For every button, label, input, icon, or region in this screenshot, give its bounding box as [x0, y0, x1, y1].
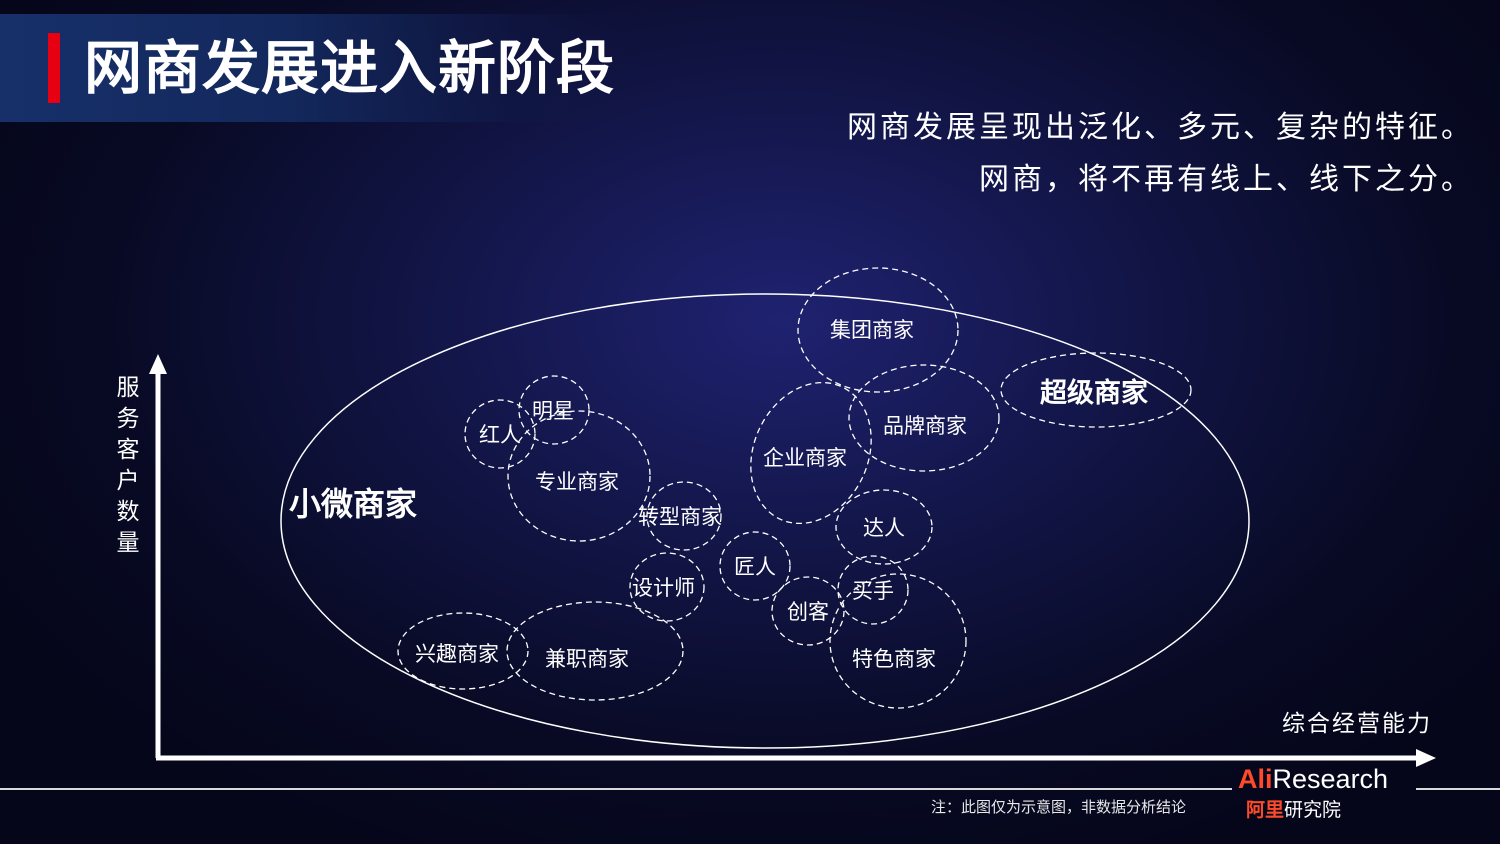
label-influencer: 红人: [479, 423, 521, 447]
footer-divider-left: [0, 788, 1232, 790]
title-accent-bar: [48, 33, 60, 103]
label-buyer: 买手: [852, 579, 894, 603]
label-group-merchant: 集团商家: [830, 318, 914, 342]
cluster-transforming-merchant: [646, 481, 722, 551]
label-specialty-merchant: 特色商家: [852, 647, 936, 671]
cluster-enterprise-merchant: [750, 381, 872, 525]
cluster-parttime-merchant: [506, 601, 684, 701]
label-brand-merchant: 品牌商家: [883, 414, 967, 438]
cluster-specialty-merchant: [829, 573, 967, 709]
cluster-brand-merchant: [848, 364, 1000, 472]
label-transforming-merchant: 转型商家: [638, 505, 722, 529]
cluster-star: [518, 375, 590, 445]
main-ellipse: [280, 293, 1250, 749]
cluster-super-merchant: [1000, 352, 1192, 428]
label-enterprise-merchant: 企业商家: [763, 446, 847, 470]
label-parttime-merchant: 兼职商家: [545, 647, 629, 671]
label-expert: 达人: [863, 516, 905, 540]
label-professional-merchant: 专业商家: [535, 470, 619, 494]
label-small-micro-merchant: 小微商家: [289, 485, 417, 523]
aliresearch-logo-en: AliResearch: [1238, 764, 1388, 795]
aliresearch-logo-cn: 阿里研究院: [1246, 795, 1341, 822]
cluster-hobby-merchant: [397, 612, 529, 690]
y-axis-arrow: [149, 354, 167, 374]
x-axis-label: 综合经营能力: [1282, 711, 1432, 737]
cluster-buyer: [837, 555, 909, 625]
subtitle-line-1: 网商发展呈现出泛化、多元、复杂的特征。: [847, 110, 1474, 145]
label-star: 明星: [532, 399, 574, 423]
logo-en-ali: Ali: [1238, 764, 1273, 794]
page-title: 网商发展进入新阶段: [84, 34, 616, 102]
subtitle-line-2: 网商，将不再有线上、线下之分。: [979, 162, 1474, 197]
footer-note: 注：此图仅为示意图，非数据分析结论: [931, 798, 1187, 816]
y-axis-label: 服务客户数量: [116, 375, 140, 556]
logo-cn-institute: 研究院: [1284, 799, 1342, 821]
logo-cn-ali: 阿里: [1246, 799, 1285, 821]
label-hobby-merchant: 兴趣商家: [415, 642, 499, 666]
logo-en-research: Research: [1272, 764, 1389, 794]
title-banner: [0, 14, 640, 122]
cluster-expert: [835, 489, 933, 565]
cluster-artisan: [719, 531, 791, 601]
label-maker: 创客: [787, 600, 829, 624]
label-artisan: 匠人: [734, 555, 776, 579]
label-super-merchant: 超级商家: [1040, 377, 1148, 409]
cluster-professional-merchant: [507, 410, 651, 542]
label-designer: 设计师: [632, 576, 695, 600]
cluster-designer: [629, 552, 705, 622]
cluster-influencer: [464, 399, 536, 469]
cluster-maker: [771, 576, 845, 646]
cluster-group-merchant: [797, 267, 959, 393]
x-axis-arrow: [1416, 749, 1436, 767]
footer-divider-right: [1416, 788, 1500, 790]
